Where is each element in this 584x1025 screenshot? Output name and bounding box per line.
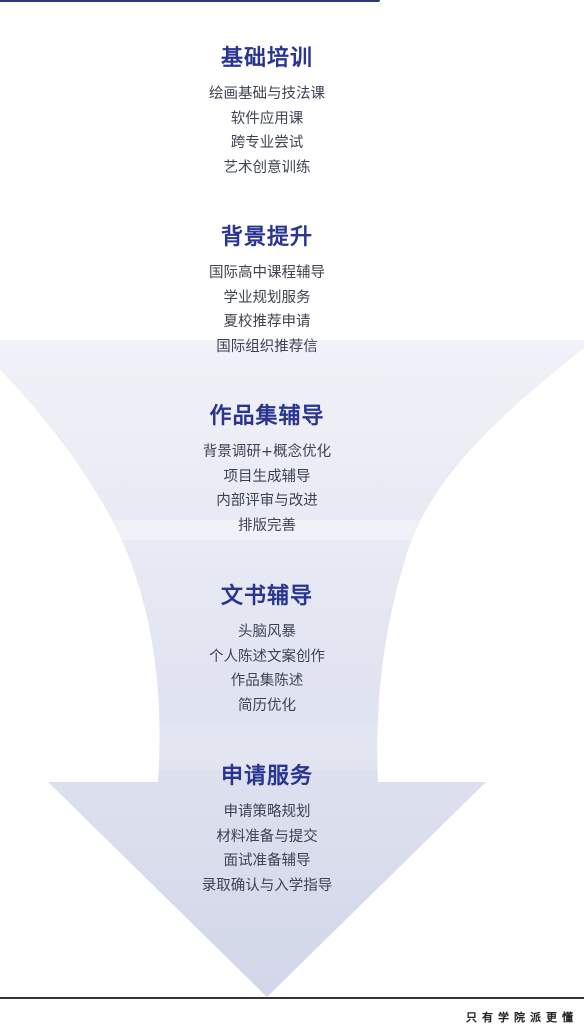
list-item: 国际组织推荐信 — [216, 338, 318, 355]
list-item: 个人陈述文案创作 — [209, 648, 325, 665]
funnel-band-2 — [0, 725, 584, 770]
section-title: 申请服务 — [220, 764, 313, 789]
top-banner — [0, 0, 380, 2]
list-item: 排版完善 — [238, 517, 296, 534]
list-item: 录取确认与入学指导 — [201, 877, 333, 894]
list-item: 背景调研+概念优化 — [202, 444, 332, 460]
section-application-service: 申请服务 申请策略规划 材料准备与提交 面试准备辅导 录取确认与入学指导 — [0, 762, 534, 898]
section-title: 作品集辅导 — [209, 404, 325, 429]
funnel-band-1 — [0, 520, 584, 540]
list-item: 夏校推荐申请 — [223, 314, 311, 331]
section-essay-coaching: 文书辅导 头脑风暴 个人陈述文案创作 作品集陈述 简历优化 — [0, 582, 534, 718]
list-item: 头脑风暴 — [238, 624, 296, 640]
section-title: 文书辅导 — [220, 584, 313, 609]
funnel-shape — [0, 340, 584, 997]
list-item: 面试准备辅导 — [223, 853, 311, 870]
section-background-enhancement: 背景提升 国际高中课程辅导 学业规划服务 夏校推荐申请 国际组织推荐信 — [0, 223, 534, 359]
section-title: 基础培训 — [220, 46, 313, 71]
list-item: 材料准备与提交 — [216, 828, 318, 845]
list-item: 软件应用课 — [230, 110, 304, 127]
list-item: 艺术创意训练 — [223, 159, 311, 176]
list-item: 申请策略规划 — [223, 804, 311, 820]
list-item: 绘画基础与技法课 — [209, 86, 325, 102]
list-item: 内部评审与改进 — [216, 493, 318, 510]
list-item: 学业规划服务 — [223, 289, 311, 306]
section-portfolio-coaching: 作品集辅导 背景调研+概念优化 项目生成辅导 内部评审与改进 排版完善 — [0, 402, 534, 538]
footer-slogan: 只有学院派更懂 — [466, 1011, 578, 1024]
list-item: 简历优化 — [238, 697, 296, 714]
list-item: 作品集陈述 — [230, 673, 304, 690]
list-item: 项目生成辅导 — [223, 468, 311, 485]
list-item: 国际高中课程辅导 — [209, 265, 325, 281]
list-item: 跨专业尝试 — [230, 135, 304, 152]
bottom-divider — [0, 997, 584, 999]
section-basic-training: 基础培训 绘画基础与技法课 软件应用课 跨专业尝试 艺术创意训练 — [0, 44, 534, 180]
section-title: 背景提升 — [220, 225, 313, 250]
